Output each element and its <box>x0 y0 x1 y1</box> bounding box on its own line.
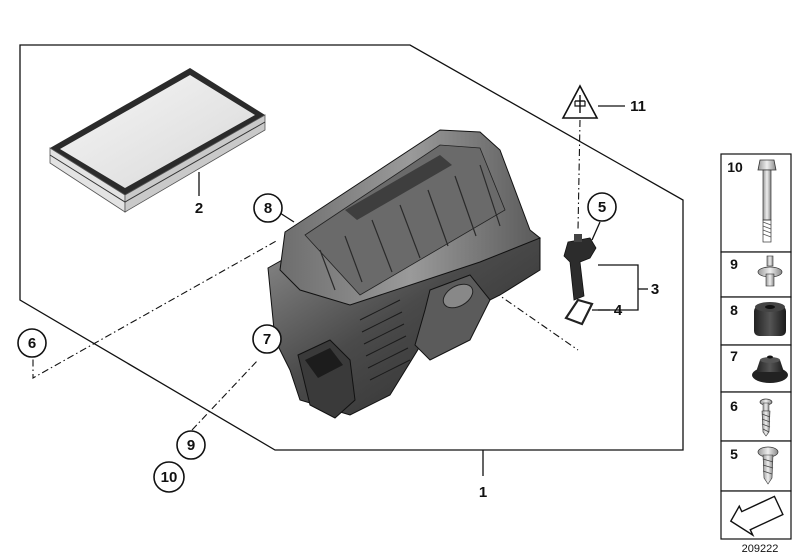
callout-5-text: 5 <box>598 199 606 216</box>
callout-2-text: 2 <box>195 200 203 217</box>
leader-8 <box>279 212 295 223</box>
leader-9 <box>191 359 259 431</box>
side-item-9-label: 9 <box>730 256 738 272</box>
mass-air-flow-sensor <box>563 234 597 301</box>
callout-9[interactable]: 9 <box>176 430 206 460</box>
callout-1-text: 1 <box>479 484 487 501</box>
callout-6-text: 6 <box>28 335 36 352</box>
callout-5[interactable]: 5 <box>587 192 617 222</box>
leader-5 <box>591 221 601 241</box>
leader-3 <box>598 264 639 311</box>
side-item-5-label: 5 <box>730 446 738 462</box>
sensor-gasket <box>564 298 594 326</box>
parts-side-panel: 10 9 8 7 6 5 <box>720 153 792 541</box>
callout-4-text: 4 <box>614 302 623 319</box>
pan-head-screw-icon <box>757 446 779 485</box>
long-bolt-icon <box>757 159 777 243</box>
electrical-warning-icon <box>561 84 599 119</box>
leader-6 <box>32 239 279 379</box>
side-item-7-label: 7 <box>730 348 738 364</box>
callout-11-text: 11 <box>630 98 646 115</box>
side-item-6-label: 6 <box>730 398 738 414</box>
arrow-icon[interactable] <box>727 491 786 541</box>
leader-11-dash <box>577 119 581 231</box>
callout-7-text: 7 <box>263 331 271 348</box>
callout-10[interactable]: 10 <box>153 461 185 493</box>
side-item-8-label: 8 <box>730 302 738 318</box>
rubber-mount-icon <box>752 355 788 383</box>
assembly-outline <box>19 44 684 451</box>
screw-icon <box>759 398 773 437</box>
callout-8[interactable]: 8 <box>253 193 283 223</box>
callout-10-text: 10 <box>161 469 178 486</box>
callout-7[interactable]: 7 <box>252 324 282 354</box>
air-filter-housing <box>267 129 541 419</box>
image-number: 209222 <box>742 543 779 555</box>
callout-3-text: 3 <box>651 281 659 298</box>
stud-icon <box>757 255 783 287</box>
callout-9-text: 9 <box>187 437 195 454</box>
air-filter-element <box>49 68 266 213</box>
rubber-grommet-icon <box>754 302 786 336</box>
side-item-10-label: 10 <box>727 159 743 175</box>
callout-8-text: 8 <box>264 200 272 217</box>
callout-6[interactable]: 6 <box>17 328 47 358</box>
